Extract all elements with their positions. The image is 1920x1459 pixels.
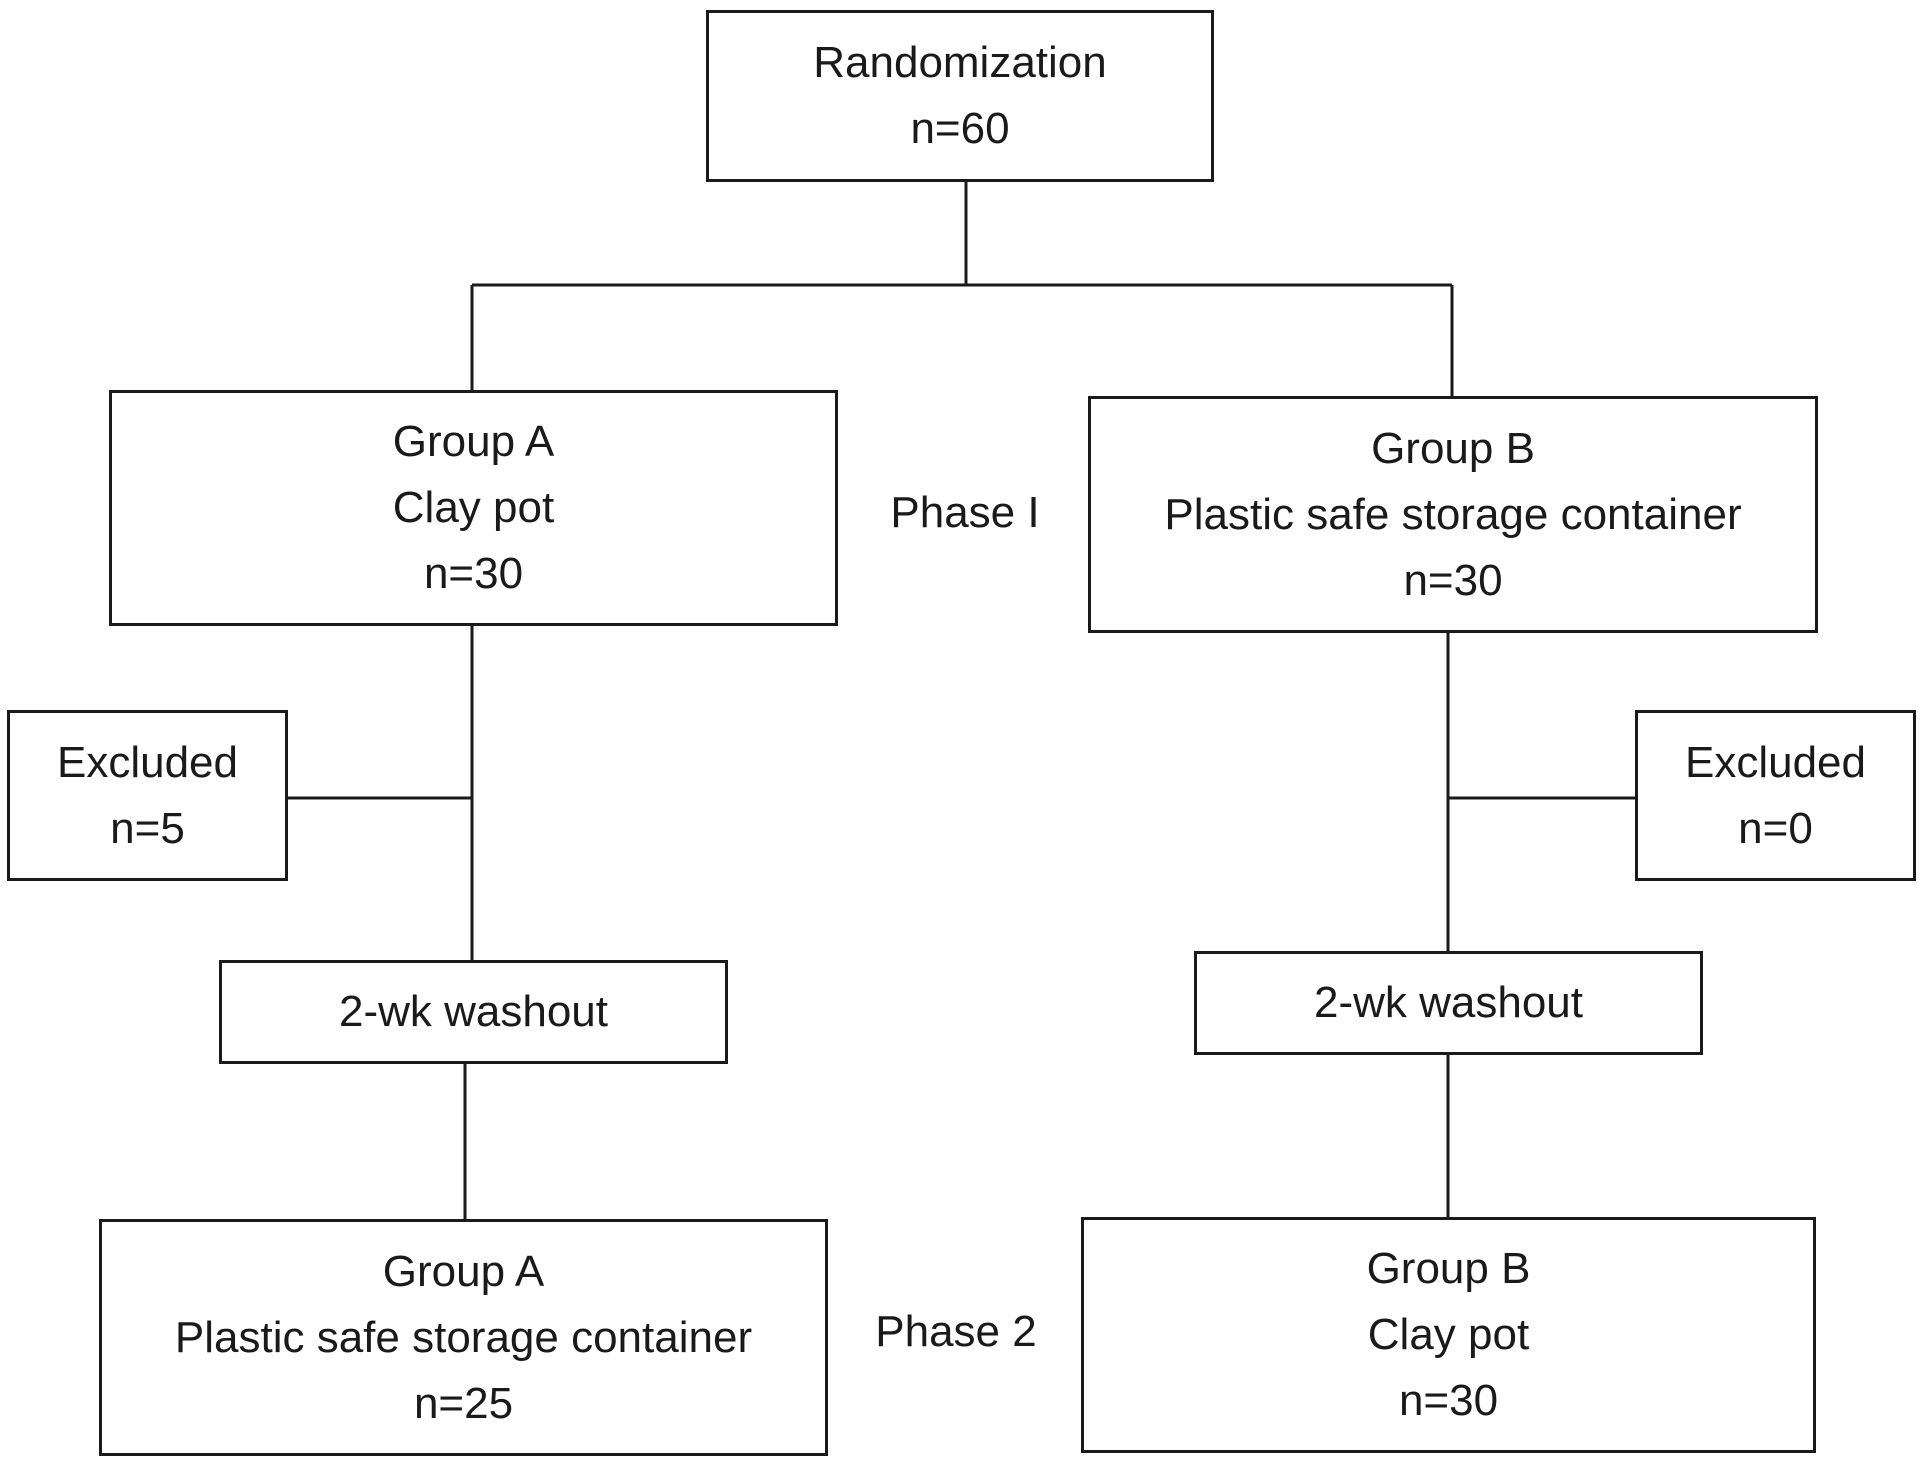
group-b-phase1-box: Group B Plastic safe storage container n… <box>1088 396 1818 633</box>
excluded-b-box: Excluded n=0 <box>1635 710 1916 881</box>
group-b-phase1-count: n=30 <box>1403 555 1503 605</box>
group-b-phase1-name: Group B <box>1371 423 1535 473</box>
group-b-phase2-count: n=30 <box>1398 1376 1499 1425</box>
phase1-label: Phase I <box>890 488 1040 537</box>
randomization-count: n=60 <box>910 104 1010 153</box>
group-a-phase1-name: Group A <box>392 417 555 466</box>
group-a-phase2-name: Group A <box>382 1246 545 1296</box>
group-a-phase2-storage: Plastic safe storage container <box>174 1312 753 1362</box>
group-b-phase1-storage: Plastic safe storage container <box>1164 489 1742 539</box>
group-a-phase2-box: Group A Plastic safe storage container n… <box>99 1219 828 1456</box>
group-a-phase1-box: Group A Clay pot n=30 <box>109 390 838 626</box>
washout-b-label: 2-wk washout <box>1313 978 1583 1027</box>
excluded-b-label: Excluded <box>1684 737 1866 787</box>
group-a-phase2-count: n=25 <box>413 1378 514 1428</box>
excluded-b-count: n=0 <box>1738 803 1813 853</box>
group-b-phase2-storage: Clay pot <box>1367 1310 1530 1359</box>
randomization-title: Randomization <box>813 38 1107 87</box>
washout-a-label: 2-wk washout <box>338 987 608 1036</box>
phase2-label: Phase 2 <box>875 1307 1037 1356</box>
group-b-phase2-box: Group B Clay pot n=30 <box>1081 1217 1816 1453</box>
washout-a-box: 2-wk washout <box>219 960 728 1064</box>
group-b-phase2-name: Group B <box>1366 1244 1531 1293</box>
excluded-a-count: n=5 <box>110 803 185 853</box>
randomization-box: Randomization n=60 <box>706 10 1214 182</box>
excluded-a-box: Excluded n=5 <box>7 710 288 881</box>
washout-b-box: 2-wk washout <box>1194 951 1703 1055</box>
excluded-a-label: Excluded <box>56 737 238 787</box>
group-a-phase1-storage: Clay pot <box>392 483 555 532</box>
group-a-phase1-count: n=30 <box>423 549 524 598</box>
